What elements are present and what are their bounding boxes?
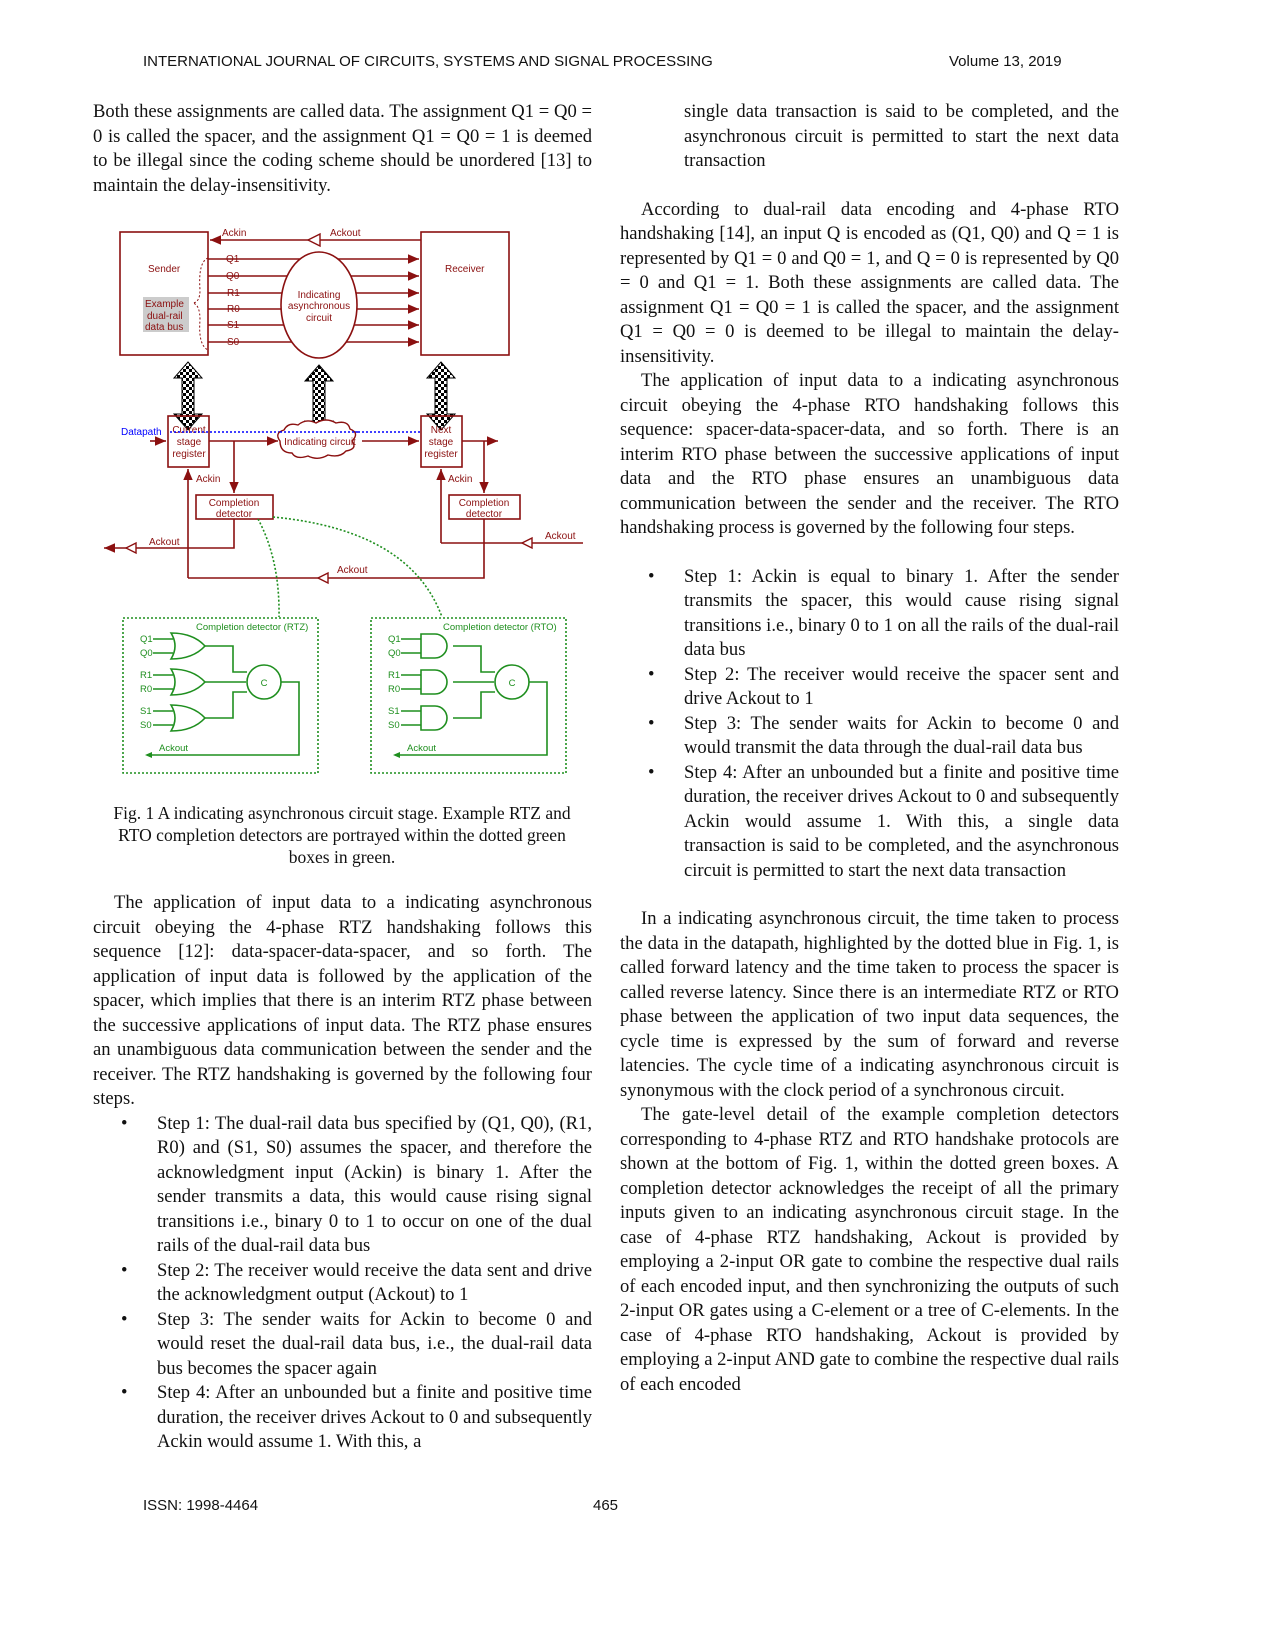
paragraph: In a indicating asynchronous circuit, th…: [620, 908, 1119, 1101]
right-column: single data transaction is said to be co…: [620, 100, 1119, 1397]
brace: [192, 257, 209, 351]
circuit-label: Indicating: [298, 290, 341, 301]
rail-label: S1: [227, 320, 240, 331]
rto-label: Completion detector (RTO): [443, 622, 557, 633]
register-label: register: [172, 449, 206, 460]
cd-label: Completion: [459, 498, 510, 509]
buffer-icon: [306, 232, 321, 248]
ackout-label: Ackout: [149, 537, 180, 548]
list-item: Step 3: The sender waits for Ackin to be…: [93, 1308, 592, 1382]
paragraph: The gate-level detail of the example com…: [620, 1104, 1119, 1395]
register-label: stage: [429, 437, 454, 448]
input-label: R1: [140, 670, 152, 681]
volume-header: Volume 13, 2019: [949, 53, 1062, 70]
input-label: S0: [388, 720, 400, 731]
ackout-label: Ackout: [330, 228, 361, 239]
circuit-label: circuit: [306, 313, 332, 324]
or-gate-icon: [169, 668, 207, 696]
cd-label: detector: [466, 509, 503, 520]
input-label: R1: [388, 670, 400, 681]
ackout-label: Ackout: [159, 743, 188, 754]
register-label: Next: [431, 425, 452, 436]
rail-label: R1: [227, 288, 240, 299]
register-label: register: [424, 449, 458, 460]
ackout-label: Ackout: [407, 743, 436, 754]
or-gate-icon: [169, 704, 207, 732]
input-label: Q0: [388, 648, 401, 659]
input-label: S0: [140, 720, 152, 731]
and-gate-icon: [420, 633, 448, 659]
list-item: Step 1: Ackin is equal to binary 1. Afte…: [620, 565, 1119, 663]
figure-1: Sender Receiver Example dual-rail data b…: [104, 228, 583, 774]
input-label: Q0: [140, 648, 153, 659]
register-label: stage: [177, 437, 202, 448]
page-number: 465: [593, 1497, 619, 1514]
and-gate-icon: [420, 669, 448, 695]
list-item: Step 4: After an unbounded but a finite …: [620, 761, 1119, 884]
list-item: Step 3: The sender waits for Ackin to be…: [620, 712, 1119, 761]
circuit-label: asynchronous: [288, 301, 350, 312]
sender-label: Sender: [148, 264, 181, 275]
indicating-async-circuit: [280, 251, 358, 359]
register-label: Current: [172, 425, 206, 436]
ackout-label: Ackout: [545, 531, 576, 542]
rail-label: S0: [227, 337, 240, 348]
list-item: Step 2: The receiver would receive the s…: [620, 663, 1119, 712]
ackin-label: Ackin: [222, 228, 246, 239]
cd-label: detector: [216, 509, 253, 520]
sender-box: [119, 231, 209, 356]
input-label: S1: [388, 706, 400, 717]
paragraph: The application of input data to a indic…: [620, 370, 1119, 538]
paragraph: single data transaction is said to be co…: [684, 101, 1119, 171]
journal-header: INTERNATIONAL JOURNAL OF CIRCUITS, SYSTE…: [143, 53, 713, 70]
example-label: dual-rail: [147, 311, 183, 322]
completion-detector-rto: Completion detector (RTO): [370, 617, 567, 774]
paragraph: Both these assignments are called data. …: [93, 101, 592, 196]
indicating-circuit-cloud: [277, 419, 357, 459]
left-column-top: Both these assignments are called data. …: [93, 100, 592, 198]
input-label: Q1: [140, 634, 153, 645]
cd-label: Completion: [209, 498, 260, 509]
ackout-label: Ackout: [337, 565, 368, 576]
figure-caption: Fig. 1 A indicating asynchronous circuit…: [113, 803, 571, 867]
rtz-label: Completion detector (RTZ): [196, 622, 308, 633]
receiver-box: [420, 231, 510, 356]
and-gate-icon: [420, 705, 448, 731]
list-item: Step 4: After an unbounded but a finite …: [93, 1381, 592, 1455]
receiver-label: Receiver: [445, 264, 485, 275]
ackin-label: Ackin: [448, 474, 472, 485]
rail-label: Q0: [226, 271, 240, 282]
paragraph: According to dual-rail data encoding and…: [620, 198, 1119, 367]
input-label: Q1: [388, 634, 401, 645]
list-item: Step 1: The dual-rail data bus specified…: [93, 1112, 592, 1259]
input-label: S1: [140, 706, 152, 717]
example-label: Example: [145, 299, 184, 310]
list-item: Step 2: The receiver would receive the d…: [93, 1259, 592, 1308]
input-label: R0: [140, 684, 152, 695]
or-gate-icon: [169, 632, 207, 660]
rail-label: R0: [227, 304, 240, 315]
c-element-label: C: [261, 678, 268, 689]
rtz-steps: Step 1: The dual-rail data bus specified…: [93, 1112, 592, 1455]
c-element-label: C: [509, 678, 516, 689]
left-column-bottom: The application of input data to a indic…: [93, 891, 592, 1455]
ackin-label: Ackin: [196, 474, 220, 485]
datapath-label: Datapath: [121, 427, 162, 438]
rto-steps: Step 1: Ackin is equal to binary 1. Afte…: [620, 565, 1119, 884]
rail-label: Q1: [226, 254, 240, 265]
issn: ISSN: 1998-4464: [143, 1497, 259, 1514]
paragraph: The application of input data to a indic…: [93, 892, 592, 1109]
input-label: R0: [388, 684, 400, 695]
example-label: data bus: [145, 322, 183, 333]
completion-detector-rtz: Completion detector (RTZ): [122, 617, 319, 774]
cloud-label: Indicating circuit: [284, 437, 356, 448]
